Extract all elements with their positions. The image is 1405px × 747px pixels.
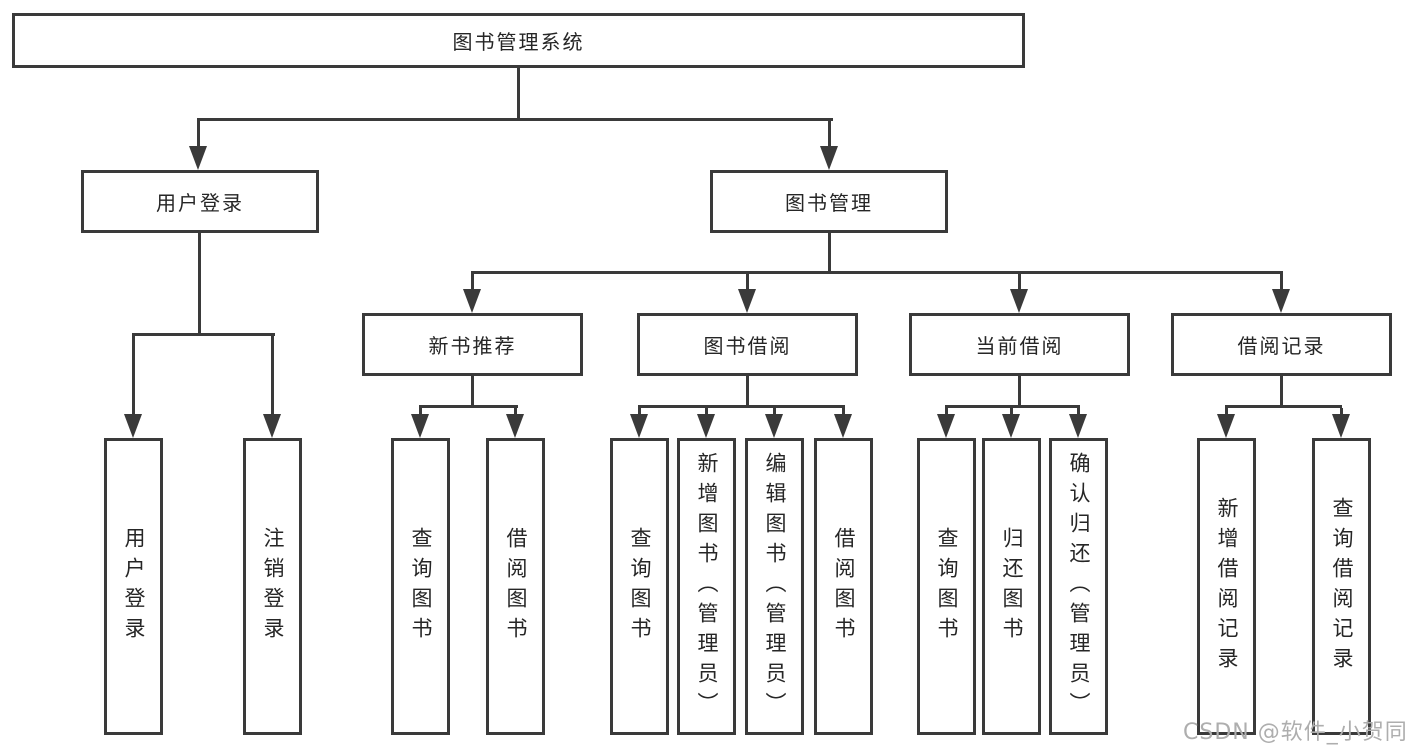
node-label: 图书管理系统 (452, 30, 585, 54)
connector-line (1340, 408, 1343, 416)
arrow-down-icon (1069, 414, 1087, 438)
node-user-login: 用户登录 (81, 170, 319, 233)
leaf-label: 查询图书 (935, 526, 959, 647)
arrow-down-icon (630, 414, 648, 438)
arrow-down-icon (765, 414, 783, 438)
leaf-label: 新增借阅记录 (1215, 496, 1239, 677)
node-label: 新书推荐 (428, 334, 517, 358)
node-label: 用户登录 (156, 191, 244, 215)
csdn-watermark: CSDN @软件_小贺同学 (1183, 720, 1405, 745)
arrow-down-icon (463, 289, 481, 313)
node-library-management-system: 图书管理系统 (12, 13, 1025, 68)
arrow-down-icon (937, 414, 955, 438)
leaf-add-books-admin: 新增图书（管理员） (677, 438, 736, 735)
arrow-down-icon (189, 146, 207, 170)
connector-line (828, 233, 831, 273)
arrow-down-icon (506, 414, 524, 438)
connector-line (638, 408, 641, 416)
connector-line (945, 405, 1080, 408)
connector-line (746, 376, 749, 407)
leaf-label: 查询图书 (628, 526, 652, 647)
leaf-label: 借阅图书 (504, 526, 528, 647)
connector-line (471, 274, 474, 290)
connector-line (132, 336, 135, 415)
connector-line (842, 408, 845, 416)
leaf-label: 归还图书 (1000, 526, 1024, 647)
connector-line (198, 233, 201, 336)
node-book-borrow: 图书借阅 (637, 313, 858, 376)
arrow-down-icon (1010, 289, 1028, 313)
leaf-query-books-1: 查询图书 (391, 438, 450, 735)
arrow-down-icon (697, 414, 715, 438)
leaf-add-borrow-record: 新增借阅记录 (1197, 438, 1256, 735)
connector-line (197, 121, 200, 148)
leaf-label: 用户登录 (122, 526, 146, 647)
connector-line (1225, 408, 1228, 416)
connector-line (1010, 408, 1013, 416)
arrow-down-icon (1002, 414, 1020, 438)
arrow-down-icon (834, 414, 852, 438)
connector-line (1018, 274, 1021, 290)
connector-line (945, 408, 948, 416)
connector-line (1018, 376, 1021, 407)
node-label: 借阅记录 (1237, 334, 1326, 358)
arrow-down-icon (1272, 289, 1290, 313)
leaf-label: 编辑图书（管理员） (763, 451, 787, 722)
leaf-label: 查询图书 (409, 526, 433, 647)
connector-line (1280, 274, 1283, 290)
leaf-logout: 注销登录 (243, 438, 302, 735)
connector-line (517, 68, 520, 120)
leaf-edit-books-admin: 编辑图书（管理员） (745, 438, 804, 735)
connector-line (271, 336, 274, 415)
leaf-user-login: 用户登录 (104, 438, 163, 735)
leaf-query-books-3: 查询图书 (917, 438, 976, 735)
connector-line (773, 408, 776, 416)
leaf-label: 新增图书（管理员） (695, 451, 719, 722)
node-book-management: 图书管理 (710, 170, 948, 233)
arrow-down-icon (738, 289, 756, 313)
connector-line (746, 274, 749, 290)
connector-line (197, 118, 833, 121)
leaf-query-books-2: 查询图书 (610, 438, 669, 735)
node-new-book-recommend: 新书推荐 (362, 313, 583, 376)
connector-line (828, 121, 831, 148)
connector-line (1280, 376, 1283, 407)
leaf-return-books: 归还图书 (982, 438, 1041, 735)
leaf-label: 注销登录 (261, 526, 285, 647)
connector-line (132, 333, 275, 336)
connector-line (419, 408, 422, 416)
node-label: 图书借阅 (703, 334, 792, 358)
arrow-down-icon (820, 146, 838, 170)
connector-line (419, 405, 518, 408)
leaf-label: 确认归还（管理员） (1067, 451, 1091, 722)
leaf-confirm-return-admin: 确认归还（管理员） (1049, 438, 1108, 735)
node-label: 图书管理 (785, 191, 873, 215)
connector-line (471, 271, 1283, 274)
arrow-down-icon (263, 414, 281, 438)
connector-line (705, 408, 708, 416)
arrow-down-icon (124, 414, 142, 438)
leaf-borrow-books-1: 借阅图书 (486, 438, 545, 735)
leaf-label: 查询借阅记录 (1330, 496, 1354, 677)
leaf-query-borrow-record: 查询借阅记录 (1312, 438, 1371, 735)
leaf-borrow-books-2: 借阅图书 (814, 438, 873, 735)
connector-line (1077, 408, 1080, 416)
node-borrow-records: 借阅记录 (1171, 313, 1392, 376)
leaf-label: 借阅图书 (832, 526, 856, 647)
node-current-borrow: 当前借阅 (909, 313, 1130, 376)
connector-line (638, 405, 845, 408)
connector-line (514, 408, 517, 416)
arrow-down-icon (1217, 414, 1235, 438)
arrow-down-icon (1332, 414, 1350, 438)
connector-line (471, 376, 474, 407)
connector-line (1225, 405, 1342, 408)
node-label: 当前借阅 (975, 334, 1064, 358)
arrow-down-icon (411, 414, 429, 438)
